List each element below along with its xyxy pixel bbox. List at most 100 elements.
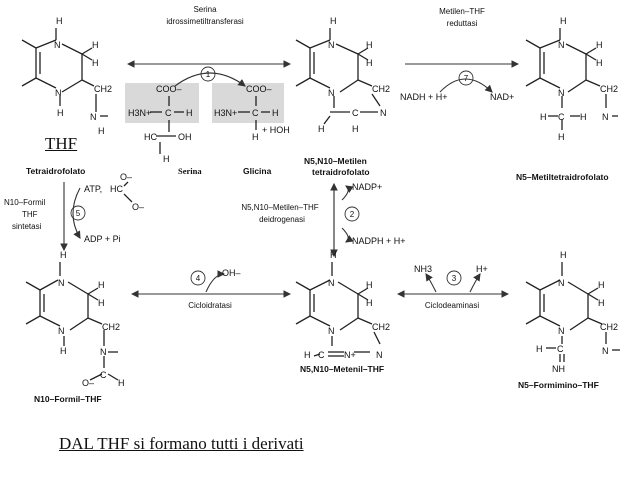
formate-bonds (123, 181, 133, 203)
formil-c: C (100, 370, 107, 380)
label-serina: Serina (178, 166, 202, 176)
metenil-h: H (304, 350, 311, 360)
arrow-nadh-to-nad (439, 78, 493, 93)
thf-ch2: CH2 (94, 84, 112, 94)
formil-structure (25, 262, 119, 381)
metenil-n10: N (376, 350, 383, 360)
formimino-c: C (557, 344, 564, 354)
formimino-h1: H (598, 280, 605, 290)
thf-label: THF (45, 134, 78, 153)
metil-h-left: H (540, 112, 547, 122)
metenil-c: C (318, 350, 325, 360)
metil-n5: N (558, 88, 565, 98)
formate-o: O– (132, 202, 144, 212)
formil-h-bot: H (60, 346, 67, 356)
arrow-atp-to-adp (72, 187, 81, 239)
enzyme-7-line2: reduttasi (447, 19, 478, 28)
formil-h2: H (98, 298, 105, 308)
enzyme-2-line2: deidrogenasi (259, 215, 305, 224)
glicina-highlight (212, 83, 284, 123)
metil-h2: H (596, 58, 603, 68)
metilen-c: C (352, 108, 359, 118)
metil-c: C (558, 112, 565, 122)
enzyme-3-badge (446, 270, 462, 286)
metenil-structure (295, 262, 381, 357)
enzyme-2-line1: N5,N10–Metilen–THF (241, 203, 318, 212)
formil-h-top: H (60, 250, 67, 260)
formimino-n: N (558, 278, 565, 288)
enzyme-7-badge (458, 70, 474, 86)
serina-bonds (150, 96, 184, 154)
arrow-nh3 (425, 273, 437, 293)
formate-hc: HC (110, 184, 123, 194)
metenil-ch2: CH2 (372, 322, 390, 332)
serina-c: C (165, 108, 172, 118)
folate-derivatives-diagram: H N H H N CH2 H N H Tetraidrofolato COO–… (4, 5, 620, 404)
metenil-nplus: N+ (344, 350, 356, 360)
metil-structure (525, 28, 618, 130)
thf-n: N (54, 40, 61, 50)
formil-o: O– (82, 378, 94, 388)
formil-ch2: CH2 (102, 322, 120, 332)
formil-n: N (58, 278, 65, 288)
glicina-h: H (272, 108, 279, 118)
caption: DAL THF si formano tutti i derivati (59, 434, 304, 453)
label-formil: N10–Formil–THF (34, 394, 102, 404)
metilen-structure (295, 28, 381, 125)
metilen-h1: H (366, 40, 373, 50)
label-thf: Tetraidrofolato (26, 166, 85, 176)
serina-highlight (125, 83, 199, 123)
enzyme-5-badge (70, 205, 86, 221)
enzyme-1-line2: idrossimetiltransferasi (166, 17, 244, 26)
thf-structure (21, 28, 108, 117)
nad: NAD+ (490, 92, 514, 102)
label-formimino: N5–Formimino–THF (518, 380, 599, 390)
enzyme-5-number: 5 (76, 209, 81, 218)
thf-h-top: H (56, 16, 63, 26)
glicina-bonds (238, 96, 270, 130)
enzyme-3-number: 3 (452, 274, 457, 283)
formimino-n5: N (558, 326, 565, 336)
label-metilen-2: tetraidrofolato (312, 167, 370, 177)
thf-h1: H (92, 40, 99, 50)
formimino-nh: NH (552, 364, 565, 374)
metilen-n: N (328, 40, 335, 50)
arrow-hplus (469, 273, 481, 293)
glicina-h3n: H3N+ (214, 108, 237, 118)
formil-h1: H (98, 280, 105, 290)
label-metilen-1: N5,N10–Metilen (304, 156, 367, 166)
metilen-n10: N (380, 108, 387, 118)
nadp: NADP+ (352, 182, 382, 192)
enzyme-5-line1: N10–Formil (4, 198, 46, 207)
metilen-h-left: H (318, 124, 325, 134)
metil-h1: H (596, 40, 603, 50)
nadph: NADPH + H+ (352, 236, 406, 246)
arrow-nadph (341, 227, 354, 243)
metil-n10: N (602, 112, 609, 122)
thf-n10: N (90, 112, 97, 122)
label-metil: N5–Metiltetraidrofolato (516, 172, 609, 182)
serina-hc: HC (144, 132, 157, 142)
enzyme-5-line3: sintetasi (12, 222, 42, 231)
metil-h-top: H (560, 16, 567, 26)
formil-n10: N (100, 347, 107, 357)
serina-h: H (186, 108, 193, 118)
enzyme-4-label: Cicloidratasi (188, 301, 232, 310)
serina-h-bot: H (163, 154, 170, 164)
formimino-n10: N (602, 346, 609, 356)
label-metenil: N5,N10–Metenil–THF (300, 364, 384, 374)
formimino-h-top: H (560, 250, 567, 260)
serina-h3n: H3N+ (128, 108, 151, 118)
metil-ch2: CH2 (600, 84, 618, 94)
hoh: + HOH (262, 125, 290, 135)
enzyme-3-label: Ciclodeaminasi (425, 301, 479, 310)
arrow-nadp (341, 185, 354, 201)
formimino-ch2: CH2 (600, 322, 618, 332)
enzyme-1-number: 1 (206, 70, 211, 79)
metilen-h-bot: H (352, 124, 359, 134)
formimino-structure (525, 262, 620, 362)
metilen-n5: N (328, 88, 335, 98)
metenil-h2: H (366, 298, 373, 308)
enzyme-4-badge (190, 270, 206, 286)
nh3: NH3 (414, 264, 432, 274)
